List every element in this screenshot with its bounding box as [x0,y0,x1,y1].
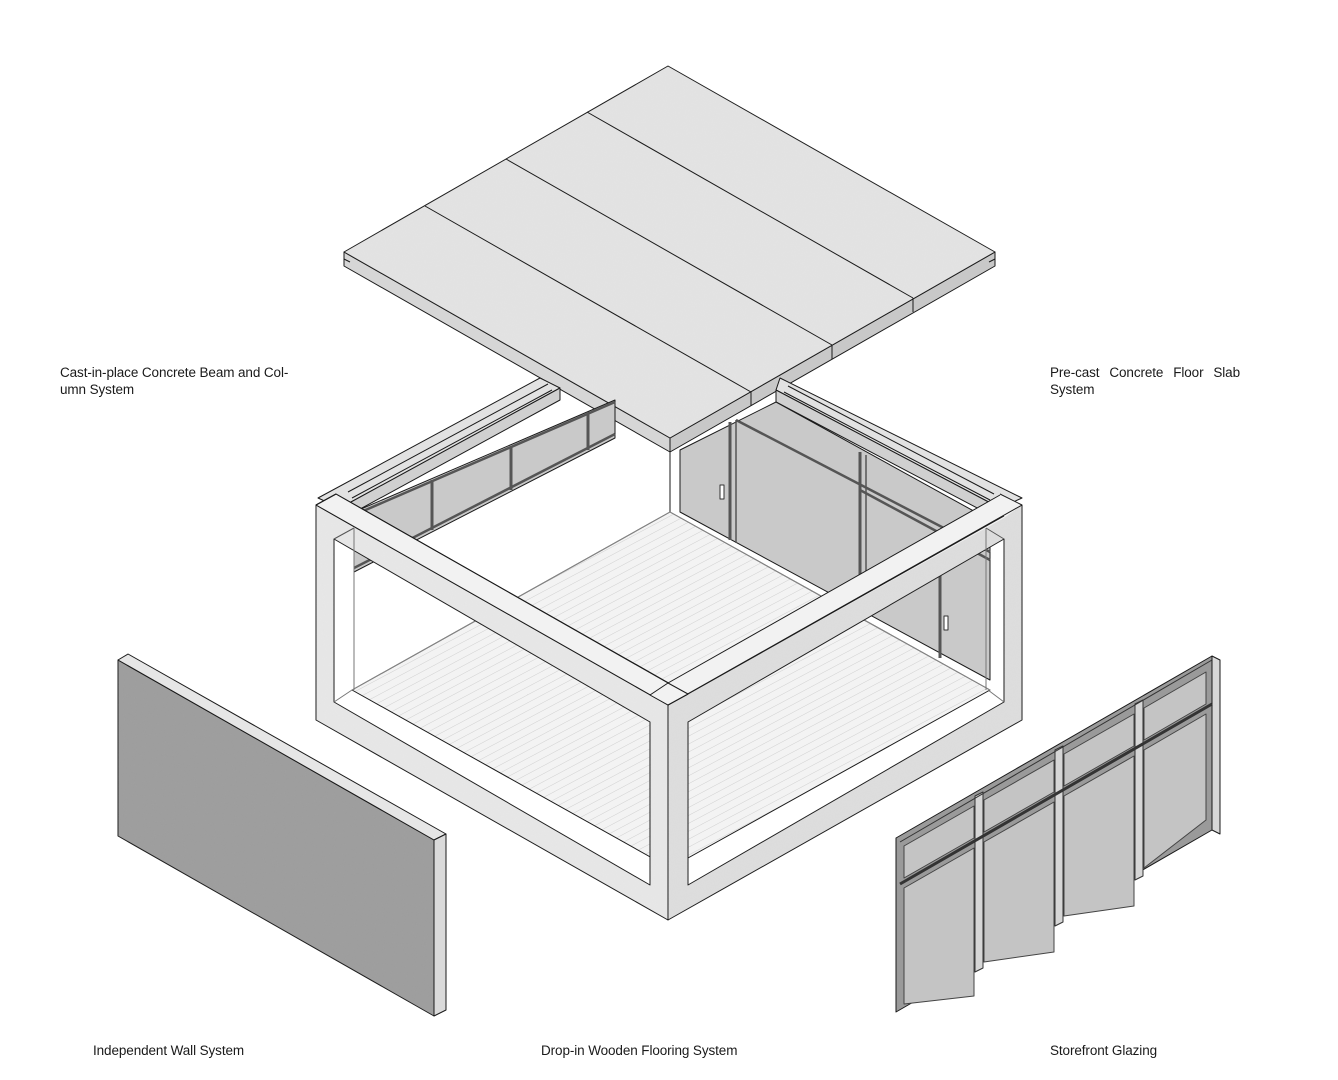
glazing-panes [903,671,1207,1005]
slab-joint-3 [586,111,914,299]
glazing-transom [899,702,1213,886]
independent-wall-panel [117,653,447,1017]
label-cast-in-place-beam-column-system: Cast-in-place Concrete Beam and Col- umn… [60,365,289,397]
label-independent-wall-system: Independent Wall System [93,1043,245,1058]
concrete-beam-column-frame [315,493,1023,921]
label-storefront-glazing: Storefront Glazing [1050,1043,1158,1058]
wall-panel-side-edge [433,833,447,1017]
frame-back [317,377,1023,681]
slab-joint-1 [424,205,752,393]
storefront-glazing-panel [895,655,1221,1013]
label-precast-floor-slab-system: Pre-cast Concrete Floor Slab System [1050,365,1240,397]
slab-joint-2 [505,158,833,346]
precast-floor-slab [343,65,996,453]
label-drop-in-wooden-flooring-system: Drop-in Wooden Flooring System [541,1043,738,1058]
frame-top-right [668,494,1022,705]
